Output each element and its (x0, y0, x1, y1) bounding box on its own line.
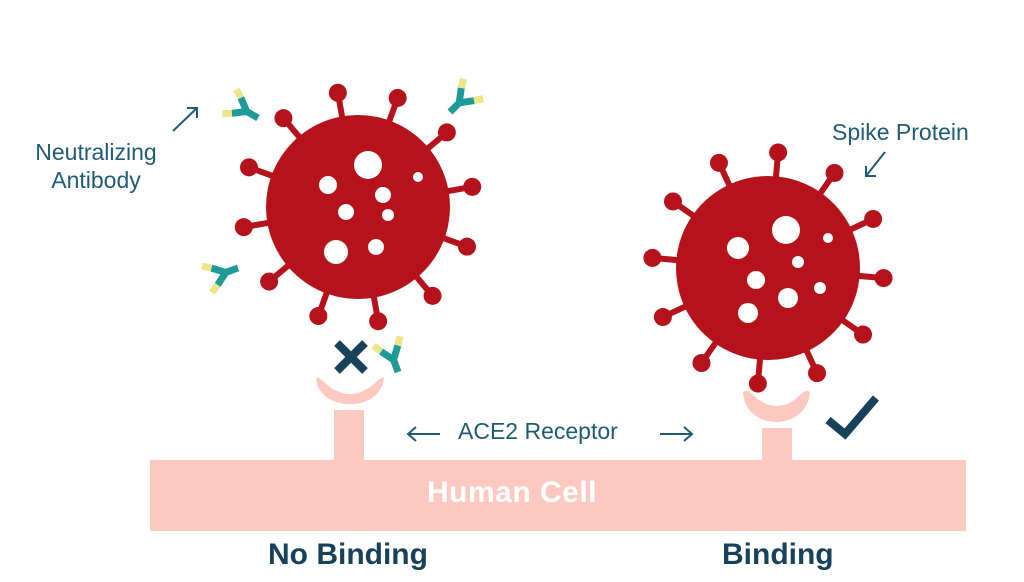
virus-spot (727, 237, 749, 259)
virus-spot (375, 187, 391, 203)
human-cell-label: Human Cell (426, 476, 598, 509)
spike-tip (692, 354, 711, 373)
spike-tip (234, 218, 253, 237)
spike-tip (388, 88, 407, 107)
arrow-to-antibody-icon (172, 107, 198, 132)
spike-tip (239, 158, 258, 177)
virus-spot (319, 176, 337, 194)
spike-tip (854, 325, 873, 344)
virus-left (234, 83, 482, 331)
spike-tip (463, 177, 482, 196)
arrow-to-spike-icon (865, 151, 886, 177)
spike-tip (748, 374, 767, 393)
virus-spot (814, 282, 826, 294)
virus-body (676, 176, 860, 360)
spike-tip (709, 153, 728, 172)
spike-tip (328, 83, 347, 102)
spike-tip (864, 209, 883, 228)
antibody-top-left (222, 89, 265, 130)
arrow-right-receptor-icon (660, 426, 694, 442)
spike-tip (769, 143, 788, 162)
spike-tip (643, 248, 662, 267)
virus-spot (792, 256, 804, 268)
human-cell (150, 460, 966, 531)
antibody-top-right (440, 79, 483, 122)
virus-spot (368, 239, 384, 255)
virus-spot (382, 209, 394, 221)
spike-tip (653, 308, 672, 327)
neutralizing-antibody-label-line2: Antibody (51, 167, 141, 193)
spike-tip (423, 286, 442, 305)
arrow-left-receptor-icon (406, 426, 440, 442)
ace2-receptor-left (316, 377, 384, 465)
binding-label: Binding (722, 538, 834, 571)
virus-spot (324, 240, 348, 264)
virus-right (643, 143, 893, 393)
spike-tip (808, 364, 827, 383)
ace2-receptor-label: ACE2 Receptor (458, 418, 618, 444)
virus-spot (823, 233, 833, 243)
antibody-left (202, 255, 243, 293)
virus-spot (354, 151, 382, 179)
virus-spot (413, 172, 423, 182)
antibody-bottom (374, 336, 412, 377)
check-mark-icon (825, 395, 880, 440)
virus-spot (778, 288, 798, 308)
spike-tip (260, 272, 279, 291)
spike-tip (309, 307, 328, 326)
x-mark-icon (334, 340, 368, 374)
virus-body (266, 115, 450, 299)
virus-spot (738, 303, 758, 323)
ace2-receptor-right (743, 390, 810, 464)
virus-spot (338, 204, 354, 220)
spike-tip (369, 312, 388, 331)
neutralizing-antibody-label-line1: Neutralizing (35, 139, 157, 165)
spike-tip (437, 123, 456, 142)
neutralizing-antibody-label: Neutralizing Antibody (16, 138, 176, 194)
spike-tip (274, 109, 293, 128)
no-binding-label: No Binding (268, 538, 428, 571)
spike-tip (825, 163, 844, 182)
spike-tip (663, 192, 682, 211)
spike-tip (874, 269, 893, 288)
spike-protein-label: Spike Protein (832, 119, 969, 145)
virus-spot (747, 271, 765, 289)
virus-spot (772, 216, 800, 244)
spike-tip (458, 237, 477, 256)
